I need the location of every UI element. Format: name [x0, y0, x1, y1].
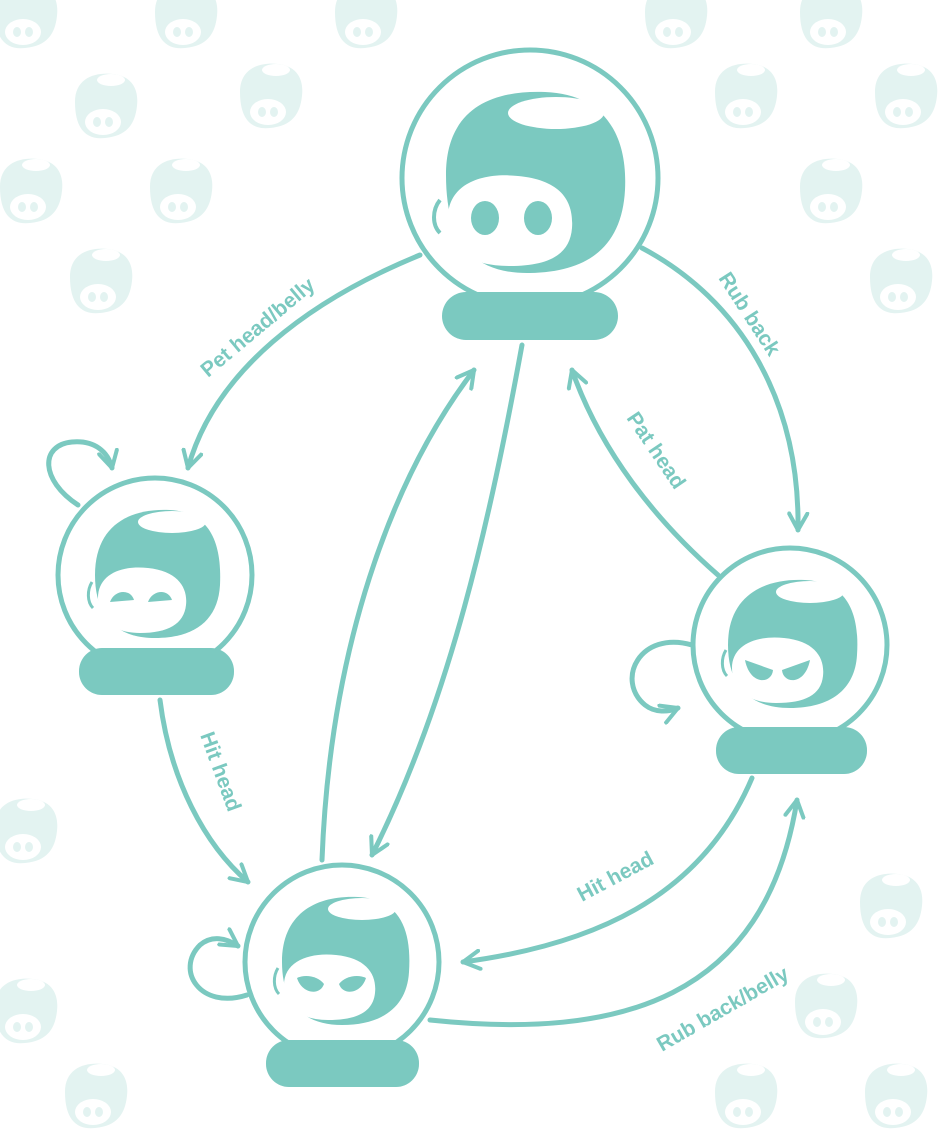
state-neutral — [402, 50, 658, 340]
edge-rub-back — [642, 248, 798, 530]
edge-sad-to-neutral — [322, 370, 474, 860]
eye-right-icon — [524, 201, 552, 235]
state-sad — [245, 865, 439, 1087]
label-hit-head-left: Hit head — [195, 729, 245, 815]
eye-left-icon — [471, 201, 499, 235]
label-rub-back-belly: Rub back/belly — [653, 962, 793, 1056]
label-hit-head-right: Hit head — [574, 847, 658, 906]
state-content — [58, 478, 252, 695]
edge-neutral-to-sad — [372, 345, 522, 855]
state-angry — [693, 548, 887, 774]
edge-pat-head — [572, 370, 718, 575]
self-loop-sad — [190, 939, 247, 999]
label-pet-head-belly: Pet head/belly — [196, 273, 319, 382]
self-loop-angry — [632, 642, 692, 711]
